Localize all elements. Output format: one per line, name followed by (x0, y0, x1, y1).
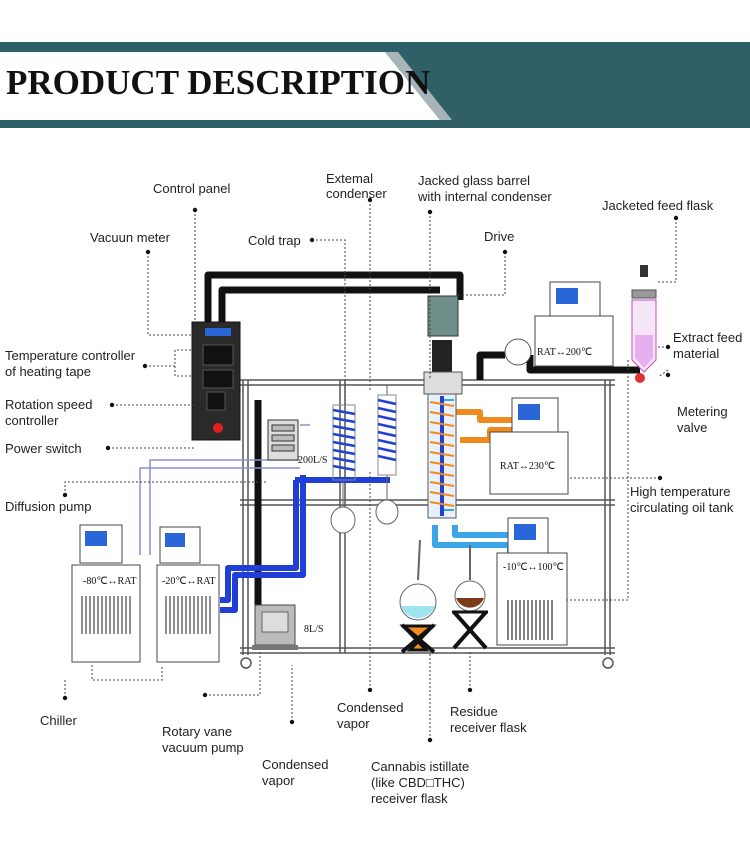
condenser-bulb (504, 338, 532, 366)
label-drive: Drive (484, 229, 515, 244)
label-extract-feed-1: Extract feed (673, 330, 743, 345)
heater-top (534, 281, 614, 367)
label-rotary-vane-1: Rotary vane (162, 724, 233, 739)
label-control-panel: Control panel (153, 181, 231, 196)
label-cannabis-flask-3: receiver flask (371, 791, 448, 806)
distillate-flask (399, 539, 437, 654)
label-extract-feed-2: material (673, 346, 720, 361)
label-rotation-speed-2: controller (5, 413, 59, 428)
rotary-vane-pump (252, 604, 298, 650)
label-temp-controller-2: of heating tape (5, 364, 92, 379)
label-residue-flask-1: Residue (450, 704, 498, 719)
label-jacked-barrel-2: with internal condenser (418, 189, 552, 204)
chiller-grilles (81, 596, 211, 634)
heater-low (496, 517, 568, 646)
heater-low-range: -10℃↔100℃ (503, 562, 564, 573)
label-temp-controller-1: Temperature controller (5, 348, 136, 363)
label-chiller: Chiller (40, 713, 77, 728)
drive-motor (423, 295, 463, 395)
label-jacketed-feed-flask: Jacketed feed flask (602, 198, 714, 213)
residue-flask (452, 545, 488, 650)
rotary-pump-rate: 8L/S (304, 624, 324, 635)
wheel-icon (240, 657, 252, 669)
diffusion-pump (267, 419, 299, 461)
label-cannabis-flask-1: Cannabis istillate (371, 759, 470, 774)
label-condensed-vapor-b2: vapor (262, 773, 295, 788)
label-condensed-vapor-a2: vapor (337, 716, 370, 731)
leader-lines (64, 200, 677, 740)
wheel-icon (602, 657, 614, 669)
diffusion-pump-rate: 200L/S (298, 455, 328, 466)
cold-trap-coil (330, 404, 356, 534)
label-cannabis-flask-2: (like CBD□THC) (371, 775, 465, 790)
chiller-2-range: -20℃↔RAT (162, 576, 216, 587)
label-condensed-vapor-a1: Condensed (337, 700, 404, 715)
label-power-switch: Power switch (5, 441, 82, 456)
label-high-temp-tank-1: High temperature (630, 484, 731, 499)
label-diffusion-pump: Diffusion pump (5, 499, 92, 514)
label-jacked-barrel-1: Jacked glass barrel (418, 173, 530, 188)
chiller-1 (71, 524, 141, 663)
label-external-condenser-2: condenser (326, 186, 387, 201)
feed-flask (631, 265, 657, 383)
header-banner: PRODUCT DESCRIPTION (0, 0, 750, 130)
label-high-temp-tank-2: circulating oil tank (630, 500, 734, 515)
control-panel (191, 321, 241, 441)
label-condensed-vapor-b1: Condensed (262, 757, 329, 772)
blue-pipes (220, 475, 390, 613)
chiller-1-range: -80℃↔RAT (83, 576, 137, 587)
external-condenser-coil (375, 385, 399, 525)
label-metering-valve-1: Metering (677, 404, 728, 419)
label-external-condenser-1: Extemal (326, 171, 373, 186)
label-rotation-speed-1: Rotation speed (5, 397, 93, 412)
glass-barrel (427, 393, 457, 519)
heater-mid-range: RAT↔230℃ (500, 461, 556, 472)
label-cold-trap: Cold trap (248, 233, 301, 248)
heater-top-range: RAT↔200℃ (537, 347, 593, 358)
heater-mid (489, 397, 569, 495)
chiller-2 (156, 526, 220, 663)
page-title: PRODUCT DESCRIPTION (6, 63, 431, 102)
leader-dots (62, 197, 679, 743)
label-vacuum-meter: Vacuun meter (90, 230, 170, 245)
label-residue-flask-2: receiver flask (450, 720, 527, 735)
banner-background (0, 42, 750, 128)
thin-blue-pipes (139, 424, 310, 555)
label-rotary-vane-2: vacuum pump (162, 740, 244, 755)
label-metering-valve-2: valve (677, 420, 708, 435)
